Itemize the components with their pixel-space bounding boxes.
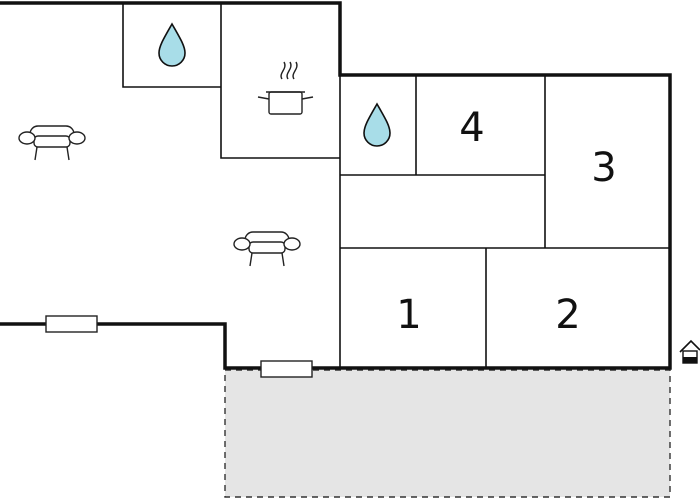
room-4-number: 4 <box>459 105 484 151</box>
inner-walls <box>122 3 670 368</box>
window-icon <box>45 315 98 333</box>
terrace <box>224 369 671 498</box>
room-1-number: 1 <box>396 292 421 338</box>
sofa-icon <box>18 125 86 161</box>
window-icon <box>260 360 313 378</box>
sofa-icon <box>233 231 301 267</box>
outer-wall <box>0 1 672 370</box>
water-drop-icon <box>158 22 186 67</box>
cooking-pot-icon <box>257 61 314 115</box>
house-entrance-icon <box>679 339 700 364</box>
room-2-number: 2 <box>555 292 580 338</box>
water-drop-icon <box>363 102 391 147</box>
room-3-number: 3 <box>591 145 616 191</box>
